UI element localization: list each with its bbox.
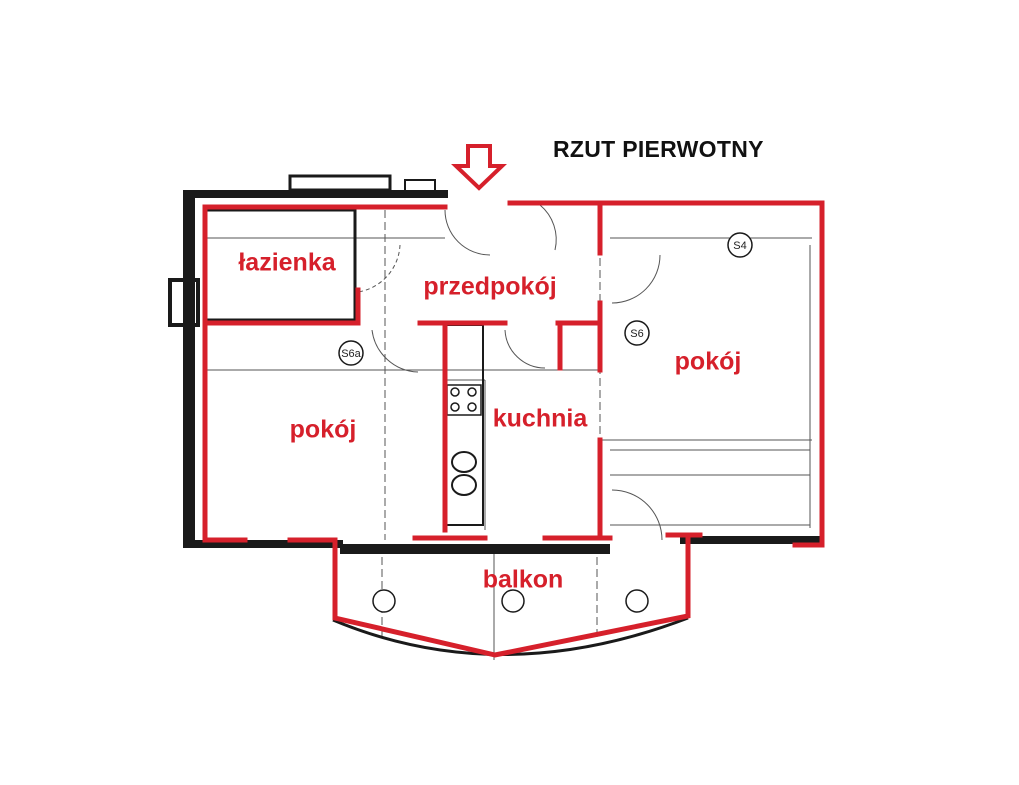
- marker-s6: S6: [624, 320, 650, 346]
- room-label-room-left: pokój: [289, 415, 357, 444]
- red-walls: [202, 200, 825, 658]
- marker-s6-label: S6: [630, 328, 643, 340]
- down-arrow-icon: [451, 144, 507, 191]
- room-label-hallway: przedpokój: [423, 272, 557, 301]
- marker-s6a-label: S6a: [341, 348, 361, 360]
- stove-icon: [450, 387, 477, 412]
- room-label-room-right: pokój: [674, 347, 742, 376]
- room-label-bathroom: łazienka: [238, 248, 336, 277]
- room-label-balcony: balkon: [482, 565, 564, 594]
- marker-s4-label: S4: [733, 240, 746, 252]
- marker-s6a: S6a: [338, 340, 364, 366]
- outer-walls: [168, 174, 820, 554]
- room-label-kitchen: kuchnia: [492, 404, 588, 433]
- plan-title: RZUT PIERWOTNY: [553, 136, 764, 162]
- marker-s4: S4: [727, 232, 753, 258]
- construction-lines: [205, 204, 812, 660]
- sink-icon: [451, 451, 477, 496]
- balcony-axis-markers: [372, 589, 649, 613]
- balcony-outline: [332, 616, 689, 656]
